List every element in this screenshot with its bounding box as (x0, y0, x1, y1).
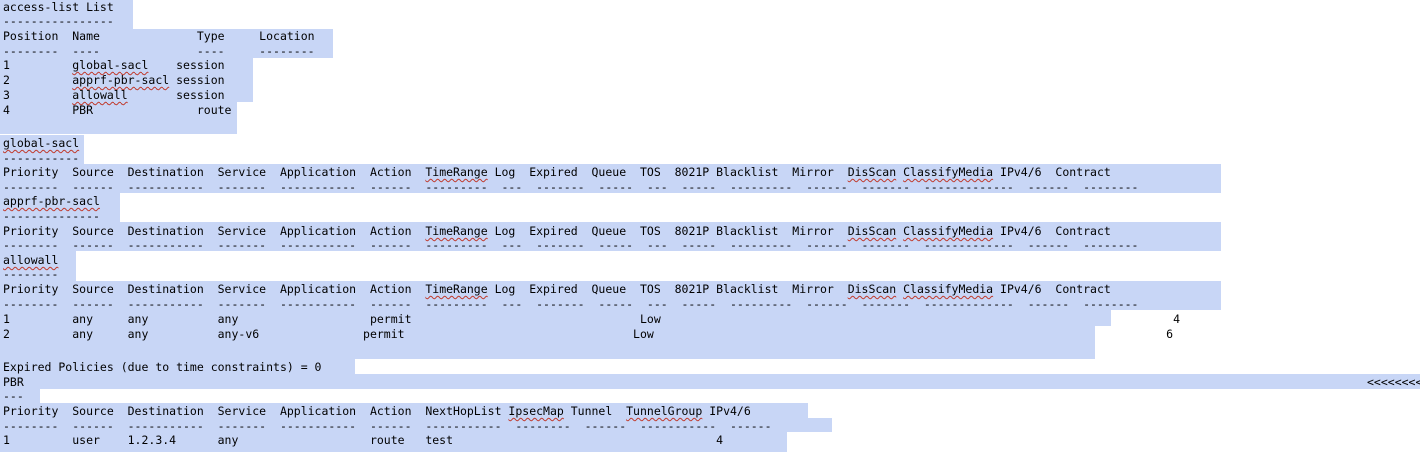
policy-header: Priority Source Destination Service Appl… (3, 165, 1111, 180)
expired-policies-count: Expired Policies (due to time constraint… (3, 360, 322, 374)
policy-row: 1 any any any permit Low 4 (3, 312, 1181, 326)
title-underline: ---------------- (3, 14, 114, 28)
selection-highlight (0, 281, 1221, 310)
header-classifymedia: ClassifyMedia (903, 224, 994, 238)
selection-highlight (0, 58, 253, 102)
row-name: global-sacl (72, 58, 149, 72)
pbr-header-underline: -------- ------ ----------- ------- ----… (3, 419, 772, 433)
selection-highlight (0, 222, 1221, 251)
section-title-global-sacl: global-sacl (3, 136, 80, 150)
pbr-row: 1 user 1.2.3.4 any route test 4 (3, 433, 724, 447)
header-text: Priority Source Destination Service Appl… (3, 224, 426, 238)
header-text: IPv4/6 Contract (993, 165, 1111, 179)
header-text: Log Expired Queue TOS 8021P Blacklist Mi… (487, 282, 848, 296)
header-tunnelgroup: TunnelGroup (626, 404, 703, 418)
header-text: IPv4/6 (702, 404, 751, 418)
policy-header: Priority Source Destination Service Appl… (3, 224, 1111, 239)
header-classifymedia: ClassifyMedia (903, 282, 994, 296)
header-text: Log Expired Queue TOS 8021P Blacklist Mi… (487, 224, 848, 238)
selection-highlight (0, 389, 40, 403)
selection-highlight (0, 193, 120, 222)
row-name: allowall (72, 88, 128, 102)
section-underline: --- (3, 389, 24, 403)
section-title-pbr: PBR (3, 375, 24, 389)
list-header: Position Name Type Location (3, 29, 315, 43)
header-text: Priority Source Destination Service Appl… (3, 282, 426, 296)
selection-highlight (0, 403, 808, 418)
row-position: 1 (3, 58, 73, 72)
header-timerange: TimeRange (425, 282, 488, 296)
header-disscan: DisScan (847, 282, 897, 296)
section-title-apprf-pbr-sacl: apprf-pbr-sacl (3, 194, 100, 208)
header-text: Log Expired Queue TOS 8021P Blacklist Mi… (487, 165, 848, 179)
selection-highlight (0, 326, 1095, 359)
policy-header: Priority Source Destination Service Appl… (3, 282, 1111, 297)
access-list-title: access-list List (3, 0, 114, 14)
section-underline: -------------- (3, 209, 100, 223)
policy-header-underline: -------- ------ ----------- ------- ----… (3, 238, 1139, 252)
header-text: IPv4/6 Contract (993, 282, 1111, 296)
policy-row: 2 any any any-v6 permit Low 6 (3, 327, 1174, 341)
header-classifymedia: ClassifyMedia (903, 165, 994, 179)
row-name: apprf-pbr-sacl (72, 73, 170, 87)
policy-header-underline: -------- ------ ----------- ------- ----… (3, 297, 1139, 311)
header-text: Priority Source Destination Service Appl… (3, 404, 509, 418)
list-row-global-sacl: 1 global-sacl session (3, 58, 225, 73)
pbr-tail: <<<<<<<< (1367, 375, 1420, 389)
header-timerange: TimeRange (425, 224, 488, 238)
header-text: IPv4/6 Contract (993, 224, 1111, 238)
header-disscan: DisScan (847, 224, 897, 238)
header-ipsecmap: IpsecMap (508, 404, 564, 418)
selection-highlight (0, 135, 84, 164)
policy-header-underline: -------- ------ ----------- ------- ----… (3, 180, 1139, 194)
row-position: 3 (3, 88, 73, 102)
selection-highlight (0, 29, 333, 58)
header-timerange: TimeRange (425, 165, 488, 179)
selection-highlight (0, 374, 1420, 389)
selection-highlight (0, 432, 787, 452)
row-type: session (169, 73, 225, 87)
list-header-underline: -------- ---- ---- -------- (3, 44, 315, 58)
selection-highlight (0, 310, 1111, 326)
list-row-pbr: 4 PBR route (3, 103, 232, 117)
row-type: session (127, 88, 225, 102)
header-disscan: DisScan (847, 165, 897, 179)
selection-highlight (0, 359, 355, 374)
row-type: session (148, 58, 225, 72)
header-text: Priority Source Destination Service Appl… (3, 165, 426, 179)
selection-highlight (0, 179, 1221, 193)
section-underline: ----------- (3, 151, 80, 165)
selection-highlight (0, 102, 237, 134)
list-row-apprf-pbr-sacl: 2 apprf-pbr-sacl session (3, 73, 225, 88)
header-text: Tunnel (563, 404, 627, 418)
list-row-allowall: 3 allowall session (3, 88, 225, 103)
selection-highlight (0, 0, 133, 29)
section-underline: -------- (3, 267, 59, 281)
selection-highlight (0, 418, 832, 432)
selection-highlight (0, 251, 76, 281)
selection-highlight (0, 164, 1221, 179)
pbr-header: Priority Source Destination Service Appl… (3, 404, 751, 419)
row-position: 2 (3, 73, 73, 87)
section-title-allowall: allowall (3, 253, 59, 267)
